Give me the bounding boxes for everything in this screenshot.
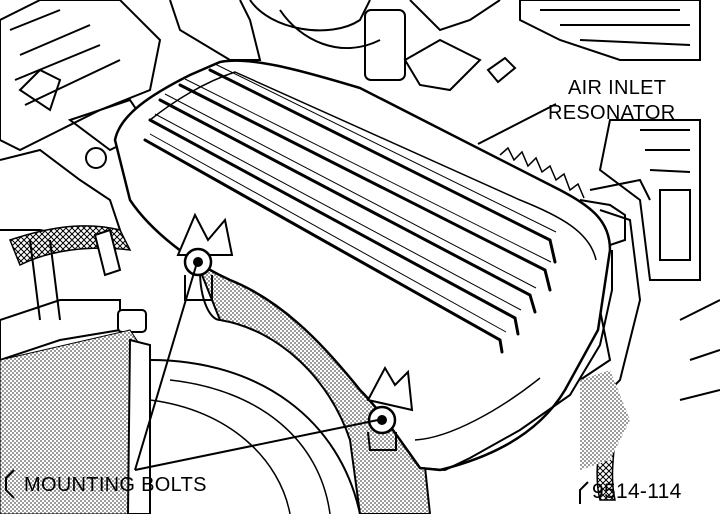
figure-number: 9514-114 [592,480,682,503]
leader-bolt-left [134,265,197,471]
stippled-region-right [580,370,630,470]
edge-bracket [5,469,15,499]
fig-bracket [579,481,589,504]
housing-ribs [143,68,557,354]
leader-air-inlet [477,103,557,145]
mounting-bolt-right [366,365,414,451]
mounting-bolt-left [176,212,234,301]
leader-lines [134,103,557,471]
seam-serration [499,146,585,199]
housing-clip-right [579,178,651,246]
label-mounting-bolts: MOUNTING BOLTS [24,474,207,496]
air-inlet-resonator-housing [113,59,613,472]
leader-bolt-right [134,419,379,471]
label-resonator: RESONATOR [548,102,676,124]
engine-block-upper-left [0,0,162,242]
label-air-inlet: AIR INLET [568,77,667,99]
radiator-area [0,329,361,514]
housing-rib-highlights [149,63,557,333]
engine-top-parts [169,0,701,92]
left-hoses [0,225,147,362]
